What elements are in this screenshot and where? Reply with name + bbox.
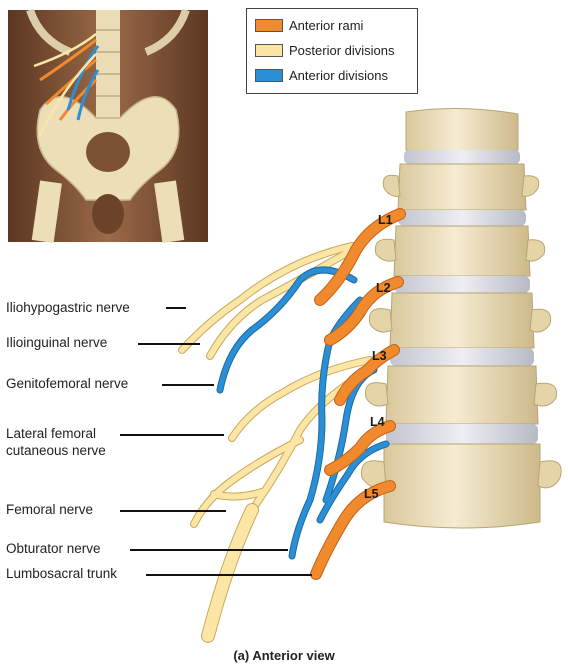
legend: Anterior rami Posterior divisions Anteri… [246,8,418,94]
leader-genitofemoral [162,384,214,386]
vertebra-label-l4: L4 [370,415,385,429]
leader-femoral [120,510,226,512]
label-lumbosacral-trunk: Lumbosacral trunk [6,566,117,582]
legend-item-anterior-divisions: Anterior divisions [255,66,388,84]
vertebra-label-l1: L1 [378,213,393,227]
inset-body-illustration [8,10,208,243]
label-lateral-femoral-line2: cutaneous nerve [6,443,106,459]
legend-item-posterior-divisions: Posterior divisions [255,41,395,59]
label-iliohypogastric-nerve: Iliohypogastric nerve [6,300,130,316]
legend-swatch-anterior-rami [255,19,283,32]
vertebra-label-l5: L5 [364,487,379,501]
legend-item-anterior-rami: Anterior rami [255,16,363,34]
legend-swatch-posterior-divisions [255,44,283,57]
label-lateral-femoral-line1: Lateral femoral [6,426,96,442]
leader-iliohypogastric [166,307,186,309]
label-genitofemoral-nerve: Genitofemoral nerve [6,376,128,392]
label-ilioinguinal-nerve: Ilioinguinal nerve [6,335,107,351]
legend-label-posterior-divisions: Posterior divisions [289,43,395,58]
label-femoral-nerve: Femoral nerve [6,502,93,518]
legend-label-anterior-rami: Anterior rami [289,18,363,33]
label-obturator-nerve: Obturator nerve [6,541,101,557]
figure-caption: (a) Anterior view [0,648,568,663]
legend-swatch-anterior-divisions [255,69,283,82]
vertebra-label-l2: L2 [376,281,391,295]
leader-obturator [130,549,288,551]
legend-label-anterior-divisions: Anterior divisions [289,68,388,83]
vertebra-label-l3: L3 [372,349,387,363]
vertebral-column [361,108,561,528]
leader-ilioinguinal [138,343,200,345]
leader-lumbosacral [146,574,312,576]
leader-lateral-femoral [120,434,224,436]
